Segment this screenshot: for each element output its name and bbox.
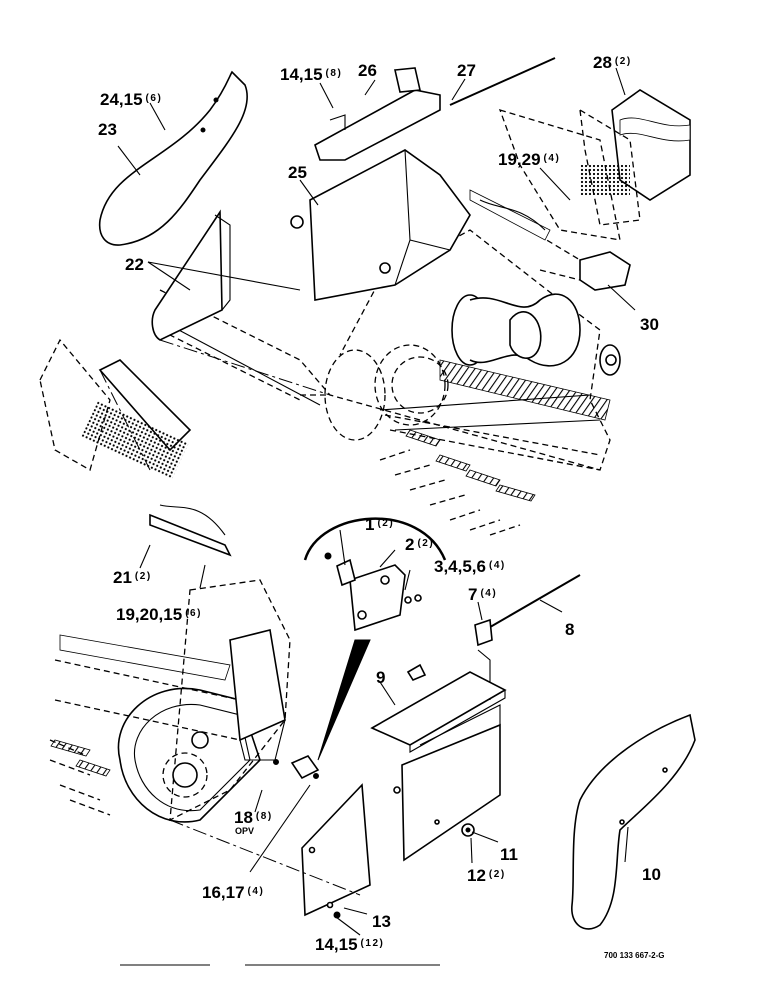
callout-27: 27 (457, 61, 476, 80)
part-10-shield (571, 713, 696, 930)
lower-assembly (49, 579, 291, 823)
callout-2: 2(2) (405, 535, 434, 554)
auger (451, 293, 621, 376)
callout-22: 22 (125, 255, 144, 274)
callout-11: 11 (500, 845, 518, 864)
part-23-shield (98, 70, 248, 246)
footer: 700 133 667-2-G (120, 951, 665, 966)
leader-lines (117, 67, 636, 936)
callout-9: 9 (376, 668, 385, 687)
callout-labels: 24,15(6) 23 22 25 14,15(8) 26 27 28(2) 1… (98, 53, 661, 954)
callout-30: 30 (640, 315, 659, 334)
callout-25: 25 (288, 163, 307, 182)
callout-1: 1(2) (365, 515, 394, 534)
callout-7: 7(4) (468, 585, 497, 604)
callout-21: 21(2) (113, 568, 152, 587)
callout-3-4-5-6: 3,4,5,6(4) (434, 557, 506, 576)
callout-13: 13 (372, 912, 391, 931)
callout-23: 23 (98, 120, 117, 139)
callout-16-17: 16,17(4) (202, 883, 264, 902)
callout-24-15: 24,15(6) (100, 90, 162, 109)
part-30-guard (579, 251, 631, 291)
flail-knives-upper (379, 429, 536, 536)
part-13-plate (301, 783, 371, 917)
callout-26: 26 (358, 61, 377, 80)
part-25-hood (309, 149, 471, 301)
callout-18-note: OPV (235, 826, 254, 836)
callout-8: 8 (565, 620, 574, 639)
callout-28: 28(2) (593, 53, 632, 72)
upper-assembly (39, 57, 691, 557)
part-27-rod (449, 57, 556, 106)
drawing-number: 700 133 667-2-G (604, 951, 665, 960)
part-8-rod (484, 574, 581, 631)
callout-14-15-top: 14,15(8) (280, 65, 342, 84)
callout-12: 12(2) (467, 866, 506, 885)
callout-10: 10 (642, 865, 661, 884)
callout-18: 18(8) (234, 808, 273, 827)
part-11-flap (401, 723, 501, 862)
callout-14-15-bottom: 14,15(12) (315, 935, 384, 954)
part-22-plate (151, 209, 223, 341)
detail-view (303, 517, 447, 761)
part-26-bracket (314, 89, 441, 161)
hardware-16-17 (273, 755, 320, 780)
callout-19-20-15: 19,20,15(6) (116, 605, 202, 624)
callout-19-29: 19,29(4) (498, 150, 560, 169)
